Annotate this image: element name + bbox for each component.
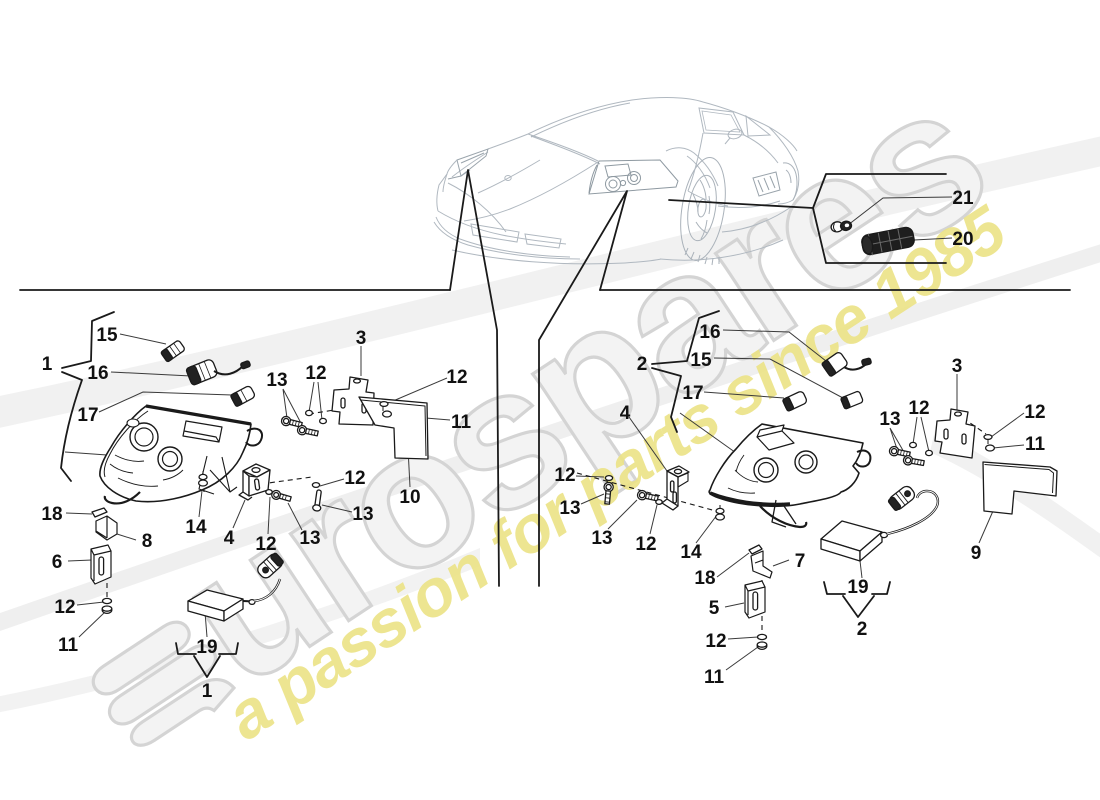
svg-text:4: 4 bbox=[620, 403, 631, 424]
svg-text:19: 19 bbox=[847, 577, 868, 598]
svg-text:13: 13 bbox=[879, 409, 900, 430]
svg-text:2: 2 bbox=[637, 354, 648, 375]
svg-text:14: 14 bbox=[680, 542, 702, 563]
svg-text:12: 12 bbox=[1024, 402, 1045, 423]
svg-text:15: 15 bbox=[690, 350, 712, 371]
svg-text:1: 1 bbox=[202, 681, 213, 702]
svg-text:2: 2 bbox=[857, 619, 868, 640]
svg-text:8: 8 bbox=[142, 531, 153, 552]
svg-text:13: 13 bbox=[299, 528, 320, 549]
svg-text:13: 13 bbox=[266, 370, 287, 391]
svg-text:11: 11 bbox=[704, 667, 725, 688]
svg-text:10: 10 bbox=[399, 487, 420, 508]
svg-text:3: 3 bbox=[356, 328, 367, 349]
svg-text:20: 20 bbox=[952, 229, 973, 250]
svg-text:12: 12 bbox=[908, 398, 929, 419]
svg-text:12: 12 bbox=[705, 631, 726, 652]
svg-text:11: 11 bbox=[451, 412, 472, 433]
svg-text:4: 4 bbox=[224, 528, 235, 549]
svg-text:5: 5 bbox=[709, 598, 720, 619]
svg-text:12: 12 bbox=[54, 597, 75, 618]
svg-text:17: 17 bbox=[682, 383, 703, 404]
svg-text:19: 19 bbox=[196, 637, 217, 658]
svg-text:12: 12 bbox=[635, 534, 656, 555]
svg-text:13: 13 bbox=[591, 528, 612, 549]
svg-text:21: 21 bbox=[952, 188, 974, 209]
svg-text:11: 11 bbox=[58, 635, 79, 656]
svg-text:18: 18 bbox=[41, 504, 62, 525]
svg-text:14: 14 bbox=[185, 517, 207, 538]
svg-text:7: 7 bbox=[795, 551, 806, 572]
svg-text:16: 16 bbox=[87, 363, 108, 384]
svg-text:12: 12 bbox=[554, 465, 575, 486]
svg-text:18: 18 bbox=[694, 568, 715, 589]
svg-text:16: 16 bbox=[699, 322, 720, 343]
svg-text:17: 17 bbox=[77, 405, 98, 426]
svg-text:15: 15 bbox=[96, 325, 118, 346]
svg-text:12: 12 bbox=[305, 363, 326, 384]
svg-text:13: 13 bbox=[559, 498, 580, 519]
svg-text:1: 1 bbox=[42, 354, 53, 375]
svg-text:9: 9 bbox=[971, 543, 982, 564]
svg-text:3: 3 bbox=[952, 356, 963, 377]
svg-text:13: 13 bbox=[352, 504, 373, 525]
svg-text:12: 12 bbox=[344, 468, 365, 489]
svg-text:11: 11 bbox=[1025, 434, 1046, 455]
svg-text:12: 12 bbox=[255, 534, 276, 555]
svg-text:6: 6 bbox=[52, 552, 63, 573]
svg-text:12: 12 bbox=[446, 367, 467, 388]
